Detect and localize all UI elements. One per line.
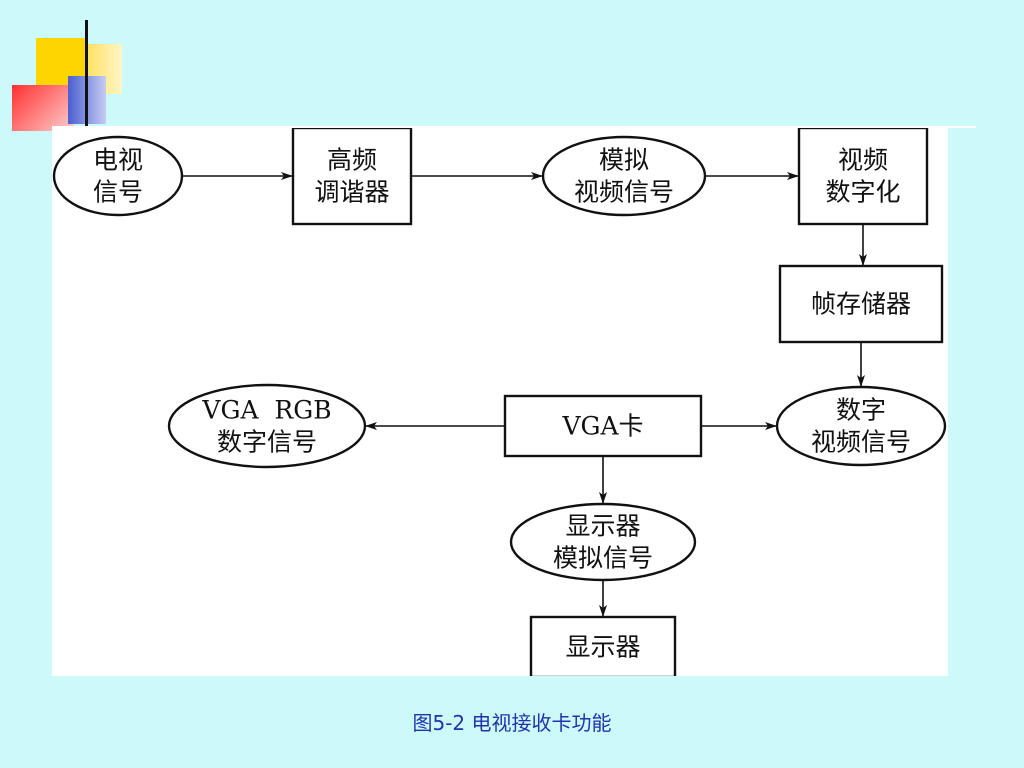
node-label: VGA RGB bbox=[201, 396, 331, 425]
deco-red-square bbox=[12, 85, 74, 131]
node-label: 高频 bbox=[327, 146, 377, 175]
node-label: 显示器 bbox=[565, 633, 640, 662]
node-label: 数字信号 bbox=[217, 428, 317, 457]
figure-caption: 图5-2 电视接收卡功能 bbox=[412, 711, 612, 735]
node-box bbox=[503, 394, 703, 458]
node-ellipse bbox=[509, 502, 697, 582]
node-label: 视频信号 bbox=[811, 428, 911, 457]
deco-vertical-line bbox=[85, 20, 88, 132]
node-label: 模拟 bbox=[599, 146, 649, 175]
node-label: 数字 bbox=[836, 396, 886, 425]
node-label: 显示器 bbox=[565, 512, 640, 541]
node-box bbox=[529, 615, 677, 676]
node-label: 调谐器 bbox=[314, 178, 389, 207]
deco-horizontal-line bbox=[52, 126, 976, 128]
node-label: 帧存储器 bbox=[811, 290, 911, 319]
node-vga-card: VGA卡 bbox=[503, 394, 703, 458]
node-label: 视频 bbox=[838, 146, 888, 175]
node-ellipse bbox=[775, 385, 947, 467]
node-frame-buffer: 帧存储器 bbox=[778, 264, 944, 344]
node-display: 显示器 bbox=[529, 615, 677, 676]
node-label: 模拟信号 bbox=[553, 544, 653, 573]
node-label: 数字化 bbox=[825, 178, 900, 207]
node-label: 视频信号 bbox=[574, 178, 674, 207]
node-ellipse bbox=[167, 383, 367, 469]
node-box bbox=[797, 128, 929, 226]
node-ellipse bbox=[541, 135, 707, 217]
node-vga-rgb: VGA RGB 数字信号 bbox=[167, 383, 367, 469]
node-label: VGA卡 bbox=[561, 412, 643, 441]
node-box bbox=[778, 264, 944, 344]
node-label: 电视 bbox=[93, 146, 143, 175]
node-box bbox=[291, 128, 413, 226]
node-ellipse bbox=[52, 135, 184, 217]
node-label: 信号 bbox=[93, 178, 143, 207]
